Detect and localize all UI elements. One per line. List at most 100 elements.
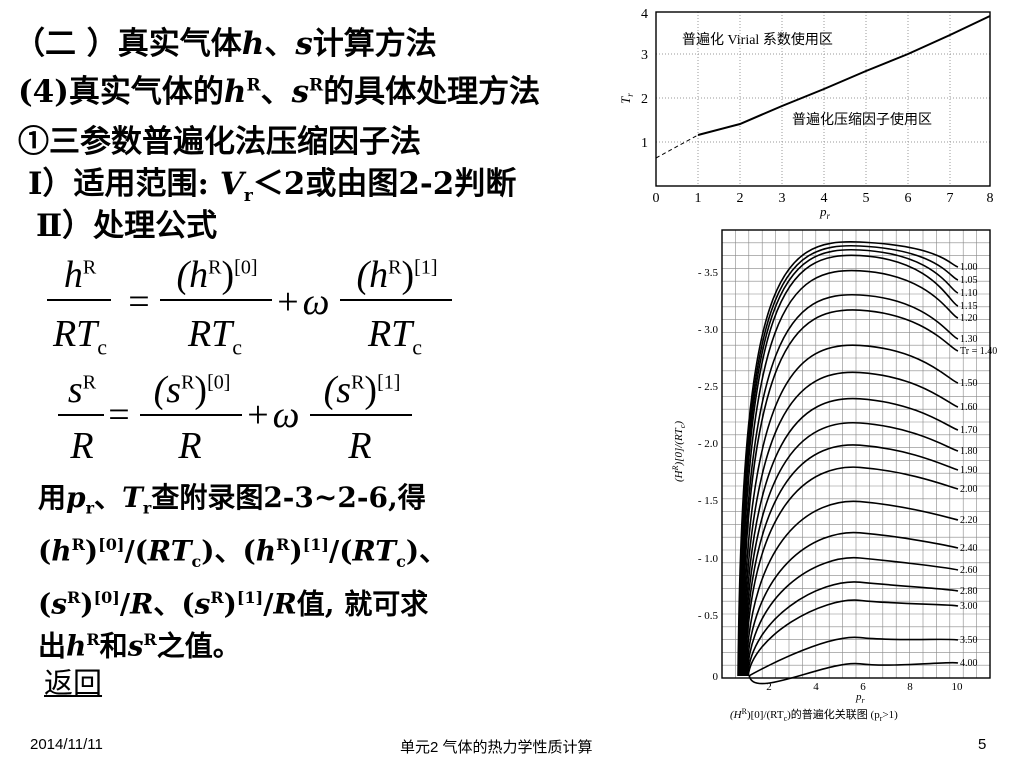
result-paragraph: 用pr、Tr查附录图2-3~2-6,得 (hR)[0]/(RTc)、(hR)[1…: [38, 480, 478, 664]
eq2-term2-fraction-bar: [310, 414, 412, 416]
curve-label: 1.90: [960, 465, 978, 476]
curve-label: 1.50: [960, 378, 978, 389]
top-x-tick: 0: [653, 191, 660, 206]
top-y-tick: 1: [641, 136, 648, 151]
top-y-tick: 2: [641, 92, 648, 107]
bottom-y-tick: - 1.5: [698, 495, 719, 507]
top-x-tick: 5: [863, 191, 870, 206]
enthalpy-curve: [742, 397, 959, 677]
enthalpy-curve: [744, 466, 959, 677]
eq2-term2-numerator: (sR)[1]: [323, 369, 401, 411]
enthalpy-curve: [737, 244, 959, 677]
method-heading: ①三参数普遍化法压缩因子法: [18, 124, 421, 160]
eq1-lhs-numerator: hR: [63, 254, 97, 296]
top-chart-frame: [655, 11, 991, 187]
top-y-axis-label: Tr: [618, 93, 635, 104]
top-y-tick: 3: [641, 48, 648, 63]
applicability-chart: 0 1 2 3 4 5 6 7 8 1 2 3 4 pr Tr 普遍化 Viri…: [618, 7, 994, 220]
result-line-1: 用pr、Tr查附录图2-3~2-6,得: [38, 481, 426, 518]
eq1-term1-denominator: RTc: [187, 313, 243, 360]
enthalpy-equation: hR RTc = (hR)[0] RTc + ω (hR)[1] RTc: [0, 0, 470, 370]
bottom-chart-caption: (HR)[0]/(RTc)的普遍化关联图 (pr>1): [730, 707, 898, 723]
bottom-chart-frame: [721, 229, 991, 679]
curve-label: 1.10: [960, 288, 978, 299]
bottom-y-tick: - 3.0: [698, 324, 719, 336]
enthalpy-curve: [741, 344, 959, 677]
enthalpy-curve: [742, 371, 959, 677]
enthalpy-curve: [748, 661, 959, 685]
top-x-tick: 1: [695, 191, 702, 206]
top-chart-dashed-boundary: [655, 134, 699, 159]
section-subtitle: (4)真实气体的hR、sR的具体处理方法: [18, 74, 541, 110]
scope-line: Ⅰ）适用范围: Vr＜2或由图2-2判断: [28, 166, 517, 207]
back-link[interactable]: 返回: [44, 666, 103, 700]
eq1-term2-numerator: (hR)[1]: [356, 254, 438, 296]
eq2-term1-fraction-bar: [140, 414, 242, 416]
curve-label: 1.70: [960, 425, 978, 436]
bottom-x-tick: 4: [813, 681, 819, 693]
top-x-tick: 6: [905, 191, 912, 206]
eq1-equals-sign: =: [128, 281, 150, 323]
curve-label: 1.30: [960, 334, 978, 345]
top-x-tick: 3: [779, 191, 786, 206]
top-x-tick: 7: [947, 191, 954, 206]
enthalpy-curve: [740, 293, 959, 677]
top-y-tick: 4: [641, 7, 648, 22]
curve-label: Tr = 1.40: [960, 346, 997, 357]
bottom-y-tick: - 1.0: [698, 553, 719, 565]
eq1-term2-denominator: RTc: [367, 313, 423, 360]
curve-label: 1.05: [960, 275, 978, 286]
eq1-lhs-denominator: RTc: [52, 313, 108, 360]
bottom-x-tick: 2: [766, 681, 772, 693]
bottom-chart-curves: [737, 240, 959, 685]
enthalpy-curve: [746, 581, 959, 677]
enthalpy-curve: [740, 309, 959, 677]
result-line-4: 出hR和sR之值。: [38, 629, 241, 663]
enthalpy-curve: [747, 599, 959, 677]
curve-label: 2.00: [960, 484, 978, 495]
curve-label: 1.80: [960, 446, 978, 457]
bottom-y-tick: - 2.0: [698, 438, 719, 450]
eq1-plus-sign: +: [277, 281, 299, 323]
formula-heading: Ⅱ）处理公式: [36, 208, 218, 244]
eq2-lhs-fraction-bar: [58, 414, 104, 416]
enthalpy-curve: [739, 269, 959, 677]
slide-title: （二 ）真实气体h、s计算方法: [14, 26, 437, 62]
eq2-term1-numerator: (sR)[0]: [153, 369, 231, 411]
eq1-omega: ω: [302, 281, 330, 323]
curve-label: 1.20: [960, 313, 978, 324]
eq1-term1-numerator: (hR)[0]: [176, 254, 258, 296]
bottom-x-tick: 6: [860, 681, 866, 693]
eq2-equals-sign: =: [108, 394, 130, 436]
eq2-plus-sign: +: [247, 394, 269, 436]
enthalpy-curve: [743, 444, 959, 677]
virial-region-label: 普遍化 Virial 系数使用区: [682, 31, 833, 48]
enthalpy-curve: [739, 254, 959, 677]
enthalpy-curve: [738, 248, 959, 677]
bottom-y-axis-label: (HR)[0]/(RTc): [671, 421, 687, 482]
bottom-x-axis-label: pr: [855, 691, 866, 705]
enthalpy-curve: [743, 421, 959, 677]
eq2-omega: ω: [272, 394, 300, 436]
top-chart-grid: [656, 12, 990, 186]
bottom-y-tick: - 3.5: [698, 267, 719, 279]
eq2-term2-denominator: R: [348, 425, 372, 467]
eq1-term2-fraction-bar: [340, 299, 452, 301]
result-line-2: (hR)[0]/(RTc)、(hR)[1]/(RTc)、: [38, 533, 448, 571]
bottom-y-tick: - 2.5: [698, 381, 719, 393]
bottom-y-tick: - 0.5: [698, 610, 719, 622]
eq1-lhs-fraction-bar: [47, 299, 111, 301]
enthalpy-curve: [737, 240, 959, 677]
top-x-tick: 4: [821, 191, 828, 206]
eq2-term1-denominator: R: [178, 425, 202, 467]
footer-date: 2014/11/11: [30, 736, 103, 753]
enthalpy-curve: [745, 531, 959, 677]
eq2-lhs-numerator: sR: [67, 369, 97, 411]
curve-label: 2.40: [960, 543, 978, 554]
top-x-axis-label: pr: [819, 204, 831, 220]
curve-label: 4.00: [960, 658, 978, 669]
top-x-tick: 8: [987, 191, 994, 206]
top-chart-boundary-curve: [697, 15, 991, 136]
footer-page-number: 5: [978, 736, 987, 753]
compressibility-region-label: 普遍化压缩因子使用区: [792, 111, 932, 128]
